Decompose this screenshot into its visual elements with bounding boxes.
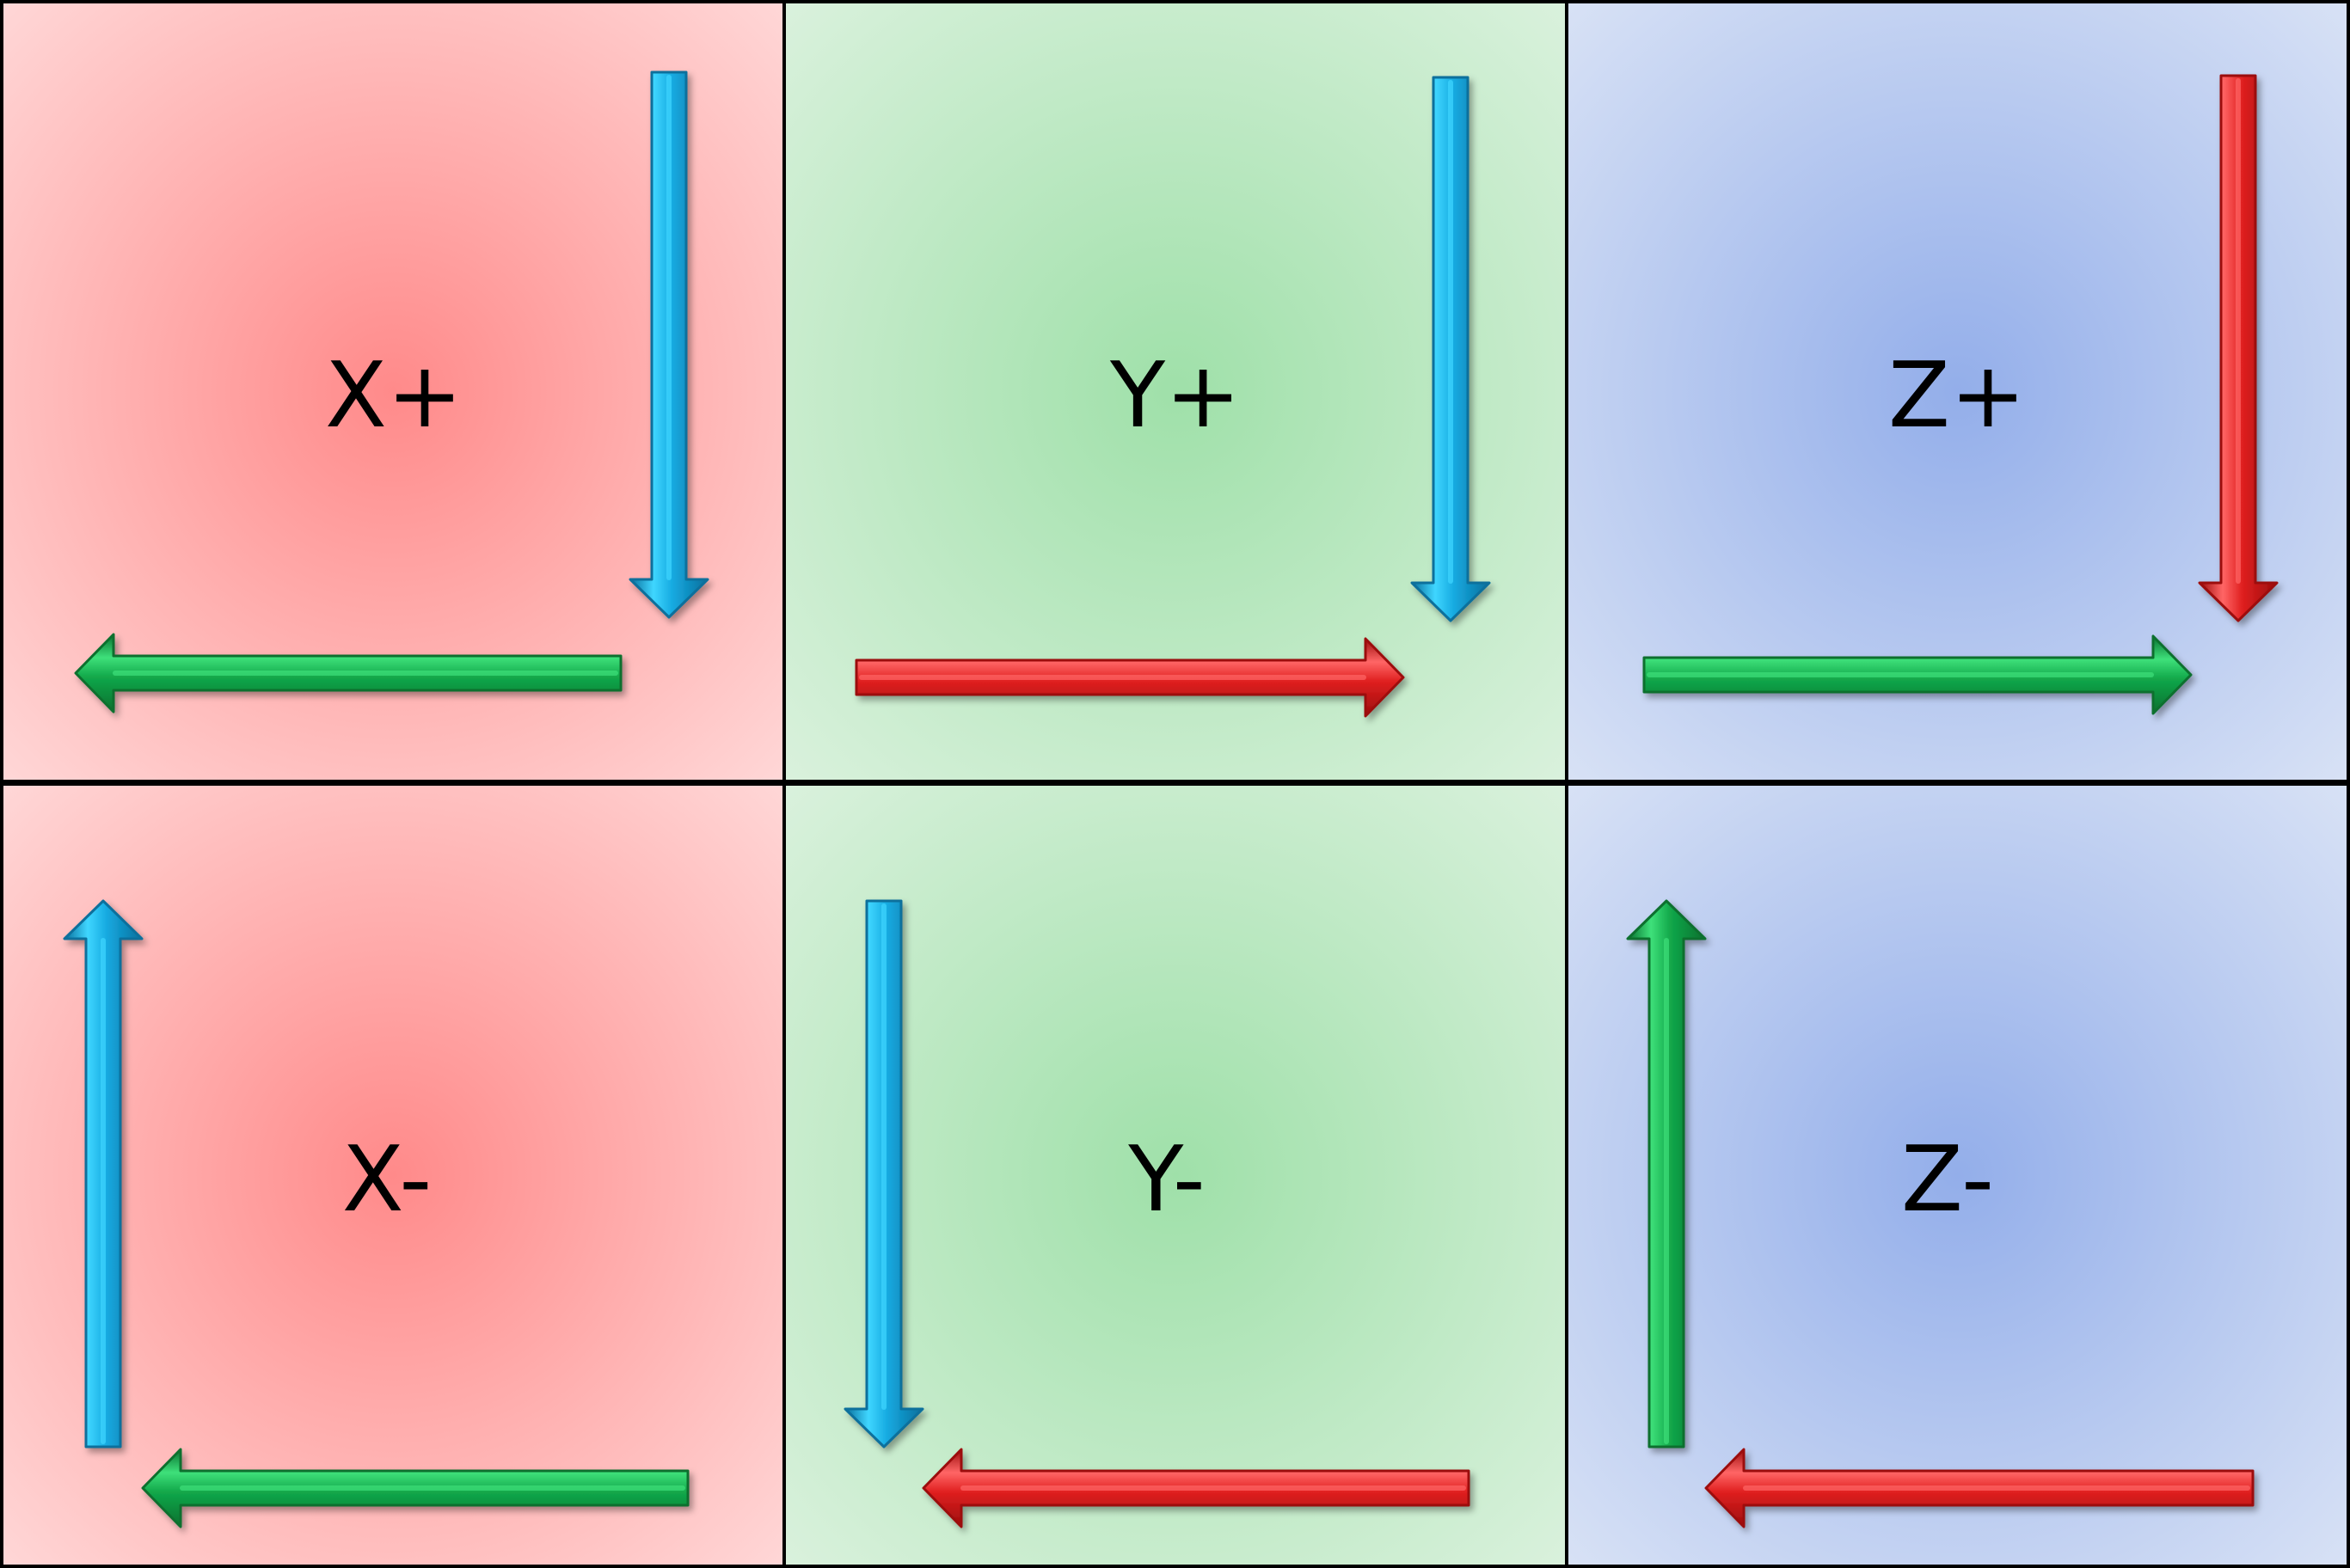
face-z-plus-arrows: [1642, 74, 2279, 715]
face-x-plus-vertical-arrow: [629, 70, 709, 619]
face-y-minus: Y-: [786, 786, 1565, 1565]
face-y-plus-vertical-arrow: [1410, 76, 1491, 622]
face-y-minus-horizontal-arrow: [922, 1448, 1470, 1528]
face-y-minus-label: Y-: [1127, 1127, 1206, 1232]
face-y-minus-vertical-arrow: [844, 899, 924, 1449]
face-y-plus-horizontal-arrow: [855, 637, 1405, 718]
face-z-minus-background: [1568, 786, 2347, 1565]
face-x-plus: X+: [3, 3, 782, 780]
face-z-plus-vertical-arrow: [2198, 74, 2279, 622]
face-x-plus-horizontal-arrow: [74, 633, 623, 714]
face-z-minus-vertical-arrow: [1626, 899, 1707, 1449]
face-y-plus: Y+: [786, 3, 1565, 780]
face-z-minus-label: Z-: [1901, 1127, 1994, 1232]
face-z-plus-background: [1568, 3, 2347, 780]
face-z-minus-horizontal-arrow: [1704, 1448, 2255, 1528]
face-z-minus-arrows: [1626, 899, 2255, 1528]
face-x-plus-arrows: [74, 70, 709, 714]
face-z-minus: Z-: [1568, 786, 2347, 1565]
face-x-minus-label: X-: [342, 1127, 433, 1232]
face-x-minus-background: [3, 786, 782, 1565]
face-x-minus: X-: [3, 786, 782, 1565]
face-y-plus-label: Y+: [1109, 343, 1241, 448]
face-y-minus-arrows: [844, 899, 1470, 1528]
face-y-plus-arrows: [855, 76, 1491, 718]
face-z-plus-label: Z+: [1888, 343, 2026, 448]
face-z-plus: Z+: [1568, 3, 2347, 780]
face-x-minus-arrows: [63, 899, 690, 1528]
face-x-minus-vertical-arrow: [63, 899, 144, 1449]
face-y-minus-background: [786, 786, 1565, 1565]
face-x-plus-label: X+: [325, 343, 463, 448]
face-x-minus-horizontal-arrow: [141, 1448, 690, 1528]
face-z-plus-horizontal-arrow: [1642, 634, 2193, 715]
